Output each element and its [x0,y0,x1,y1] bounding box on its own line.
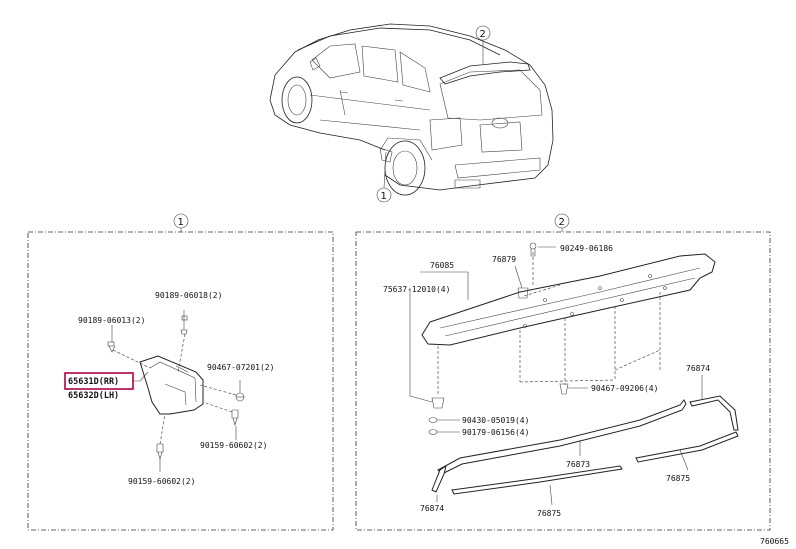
label-90159-60602-right: 90159-60602(2) [200,441,267,450]
label-65631D: 65631D(RR) [68,377,119,387]
panel-2-frame [355,231,771,531]
panel-2-marker: 2 [559,217,565,228]
label-76875-bottom: 76875 [537,509,561,518]
label-76085: 76085 [430,261,454,270]
label-76875-right: 76875 [666,474,690,483]
callout-1: 1 [381,191,387,202]
label-90467-07201: 90467-07201(2) [207,363,274,372]
panel-mudguard: 90189-06018(2) 90189-06013(2) 65631D(RR)… [27,231,334,531]
label-90430-05019: 90430-05019(4) [462,416,529,425]
callout-1-circle [376,187,392,203]
screw-90189-06013 [107,341,116,353]
fastener-90249-06186 [529,242,537,257]
label-90179-06156: 90179-06156(4) [462,428,529,437]
label-75637-12010: 75637-12010(4) [383,285,450,294]
panel-1-marker: 1 [178,217,184,228]
label-90249-06186: 90249-06186 [560,244,613,253]
highlight-box [64,372,134,390]
clip-76879 [517,287,529,299]
bolt-90159-60602-bottom [156,443,164,461]
molding-76874-top [689,395,739,431]
callout-2-circle [475,25,491,41]
car-illustration: 2 1 [269,23,554,203]
panel-spoiler: 90249-06186 76085 76879 75637-12010(4) 9… [355,231,771,531]
label-65632D: 65632D(LH) [68,391,119,401]
label-76874-bottom: 76874 [420,504,444,513]
molding-76873 [437,399,687,475]
label-76874-top: 76874 [686,364,710,373]
molding-76874-bottom [431,464,447,493]
clip-90467-07201 [235,392,245,402]
panel-1-frame [27,231,334,531]
spoiler-part [421,253,716,346]
clip-90467-09206 [559,383,569,395]
label-90189-06013: 90189-06013(2) [78,316,145,325]
molding-76875-right [635,431,739,463]
bolt-90159-60602-right [231,409,239,427]
molding-76875-bottom [451,465,623,495]
label-90159-60602-bottom: 90159-60602(2) [128,477,195,486]
label-76873: 76873 [566,460,590,469]
figure-id: 760665 [760,537,789,546]
nut-stack [428,397,445,435]
label-90467-09206: 90467-09206(4) [591,384,658,393]
callout-2: 2 [480,29,486,40]
mudflap-part [139,355,204,415]
label-76879: 76879 [492,255,516,264]
screw-90189-06018 [180,315,188,335]
label-90189-06018: 90189-06018(2) [155,291,222,300]
